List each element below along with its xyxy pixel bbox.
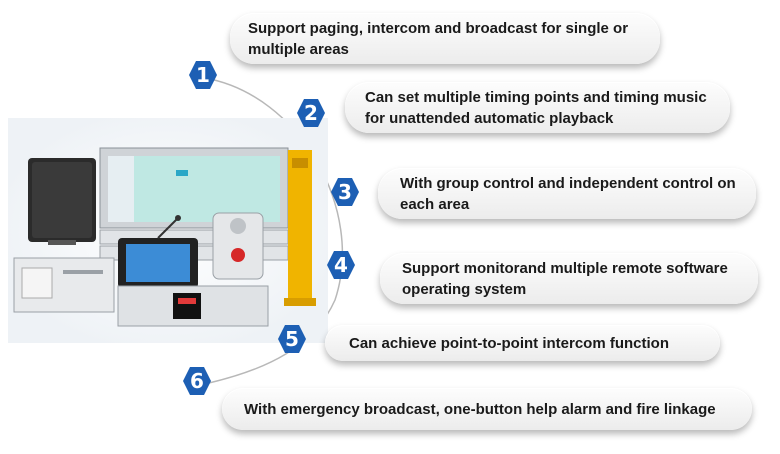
badge-4: 4 (326, 250, 356, 280)
hexagon-badge-icon (327, 251, 355, 279)
feature-text-4: Support monitorand multiple remote softw… (402, 259, 728, 298)
badge-6: 6 (182, 366, 212, 396)
badge-5: 5 (277, 324, 307, 354)
feature-pill-1: Support paging, intercom and broadcast f… (230, 13, 660, 64)
wall-speaker-icon (28, 158, 96, 245)
hexagon-badge-icon (189, 61, 217, 89)
feature-text-3: With group control and independent contr… (400, 174, 736, 213)
help-column-icon (284, 150, 316, 306)
hexagon-badge-icon (297, 99, 325, 127)
badge-number-1: 1 (196, 63, 210, 87)
feature-pill-3: With group control and independent contr… (378, 168, 756, 219)
equipment-illustration (8, 118, 328, 343)
hexagon-badge-icon (331, 178, 359, 206)
badge-number-6: 6 (190, 369, 204, 393)
feature-pill-4: Support monitorand multiple remote softw… (380, 253, 758, 304)
intercom-station-icon (212, 212, 264, 280)
hexagon-badge-icon (183, 367, 211, 395)
badge-number-5: 5 (285, 327, 299, 351)
feature-text-5: Can achieve point-to-point intercom func… (349, 334, 669, 352)
badge-number-2: 2 (304, 101, 318, 125)
hexagon-badge-icon (278, 325, 306, 353)
feature-pill-5: Can achieve point-to-point intercom func… (325, 325, 720, 361)
feature-pill-2: Can set multiple timing points and timin… (345, 82, 730, 133)
feature-text-1: Support paging, intercom and broadcast f… (248, 19, 629, 58)
badge-number-4: 4 (334, 253, 348, 277)
desktop-microphone-icon (118, 215, 198, 288)
feature-pill-6: With emergency broadcast, one-button hel… (222, 388, 752, 430)
badge-3: 3 (330, 177, 360, 207)
feature-text-2: Can set multiple timing points and timin… (365, 88, 707, 127)
feature-text-6: With emergency broadcast, one-button hel… (244, 400, 716, 418)
badge-2: 2 (296, 98, 326, 128)
badge-number-3: 3 (338, 180, 352, 204)
badge-1: 1 (188, 60, 218, 90)
